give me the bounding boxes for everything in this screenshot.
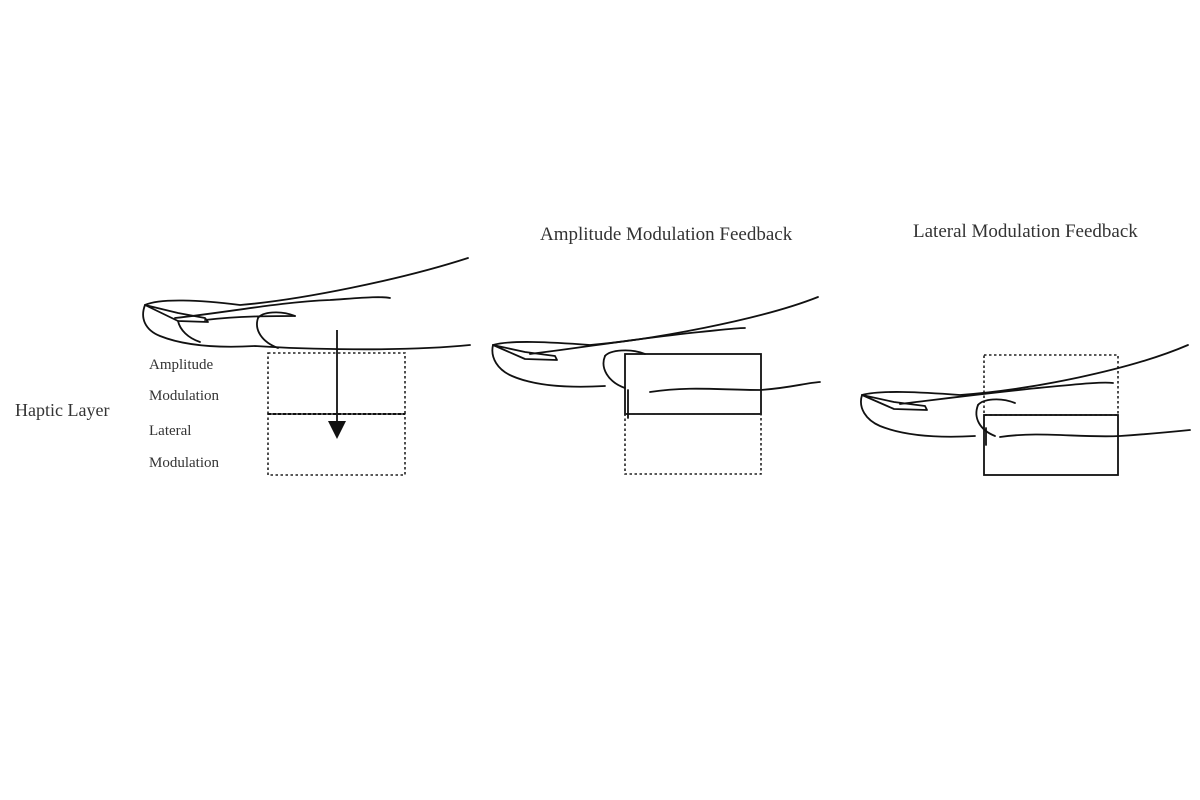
lateral-feedback-title: Lateral Modulation Feedback [913,221,1138,242]
amplitude-solid-box [624,353,762,415]
lateral-layer-box [267,413,406,476]
amplitude-dashed-box [983,354,1119,416]
amplitude-feedback-panel [491,296,821,475]
finger-icon [860,344,1191,446]
amplitude-label-line2: Modulation [149,388,219,404]
haptic-layer-panel: Haptic Layer Amplitude Modulation Latera… [15,257,471,476]
amplitude-feedback-title: Amplitude Modulation Feedback [540,224,793,245]
lateral-label-line1: Lateral [149,423,191,439]
lateral-label-line2: Modulation [149,455,219,471]
lateral-dashed-box [624,413,762,475]
finger-icon [142,257,471,351]
lateral-solid-box [983,414,1119,476]
haptic-layer-label: Haptic Layer [15,400,109,420]
amplitude-label-line1: Amplitude [149,357,214,373]
lateral-feedback-panel [860,344,1191,476]
finger-icon [491,296,821,419]
